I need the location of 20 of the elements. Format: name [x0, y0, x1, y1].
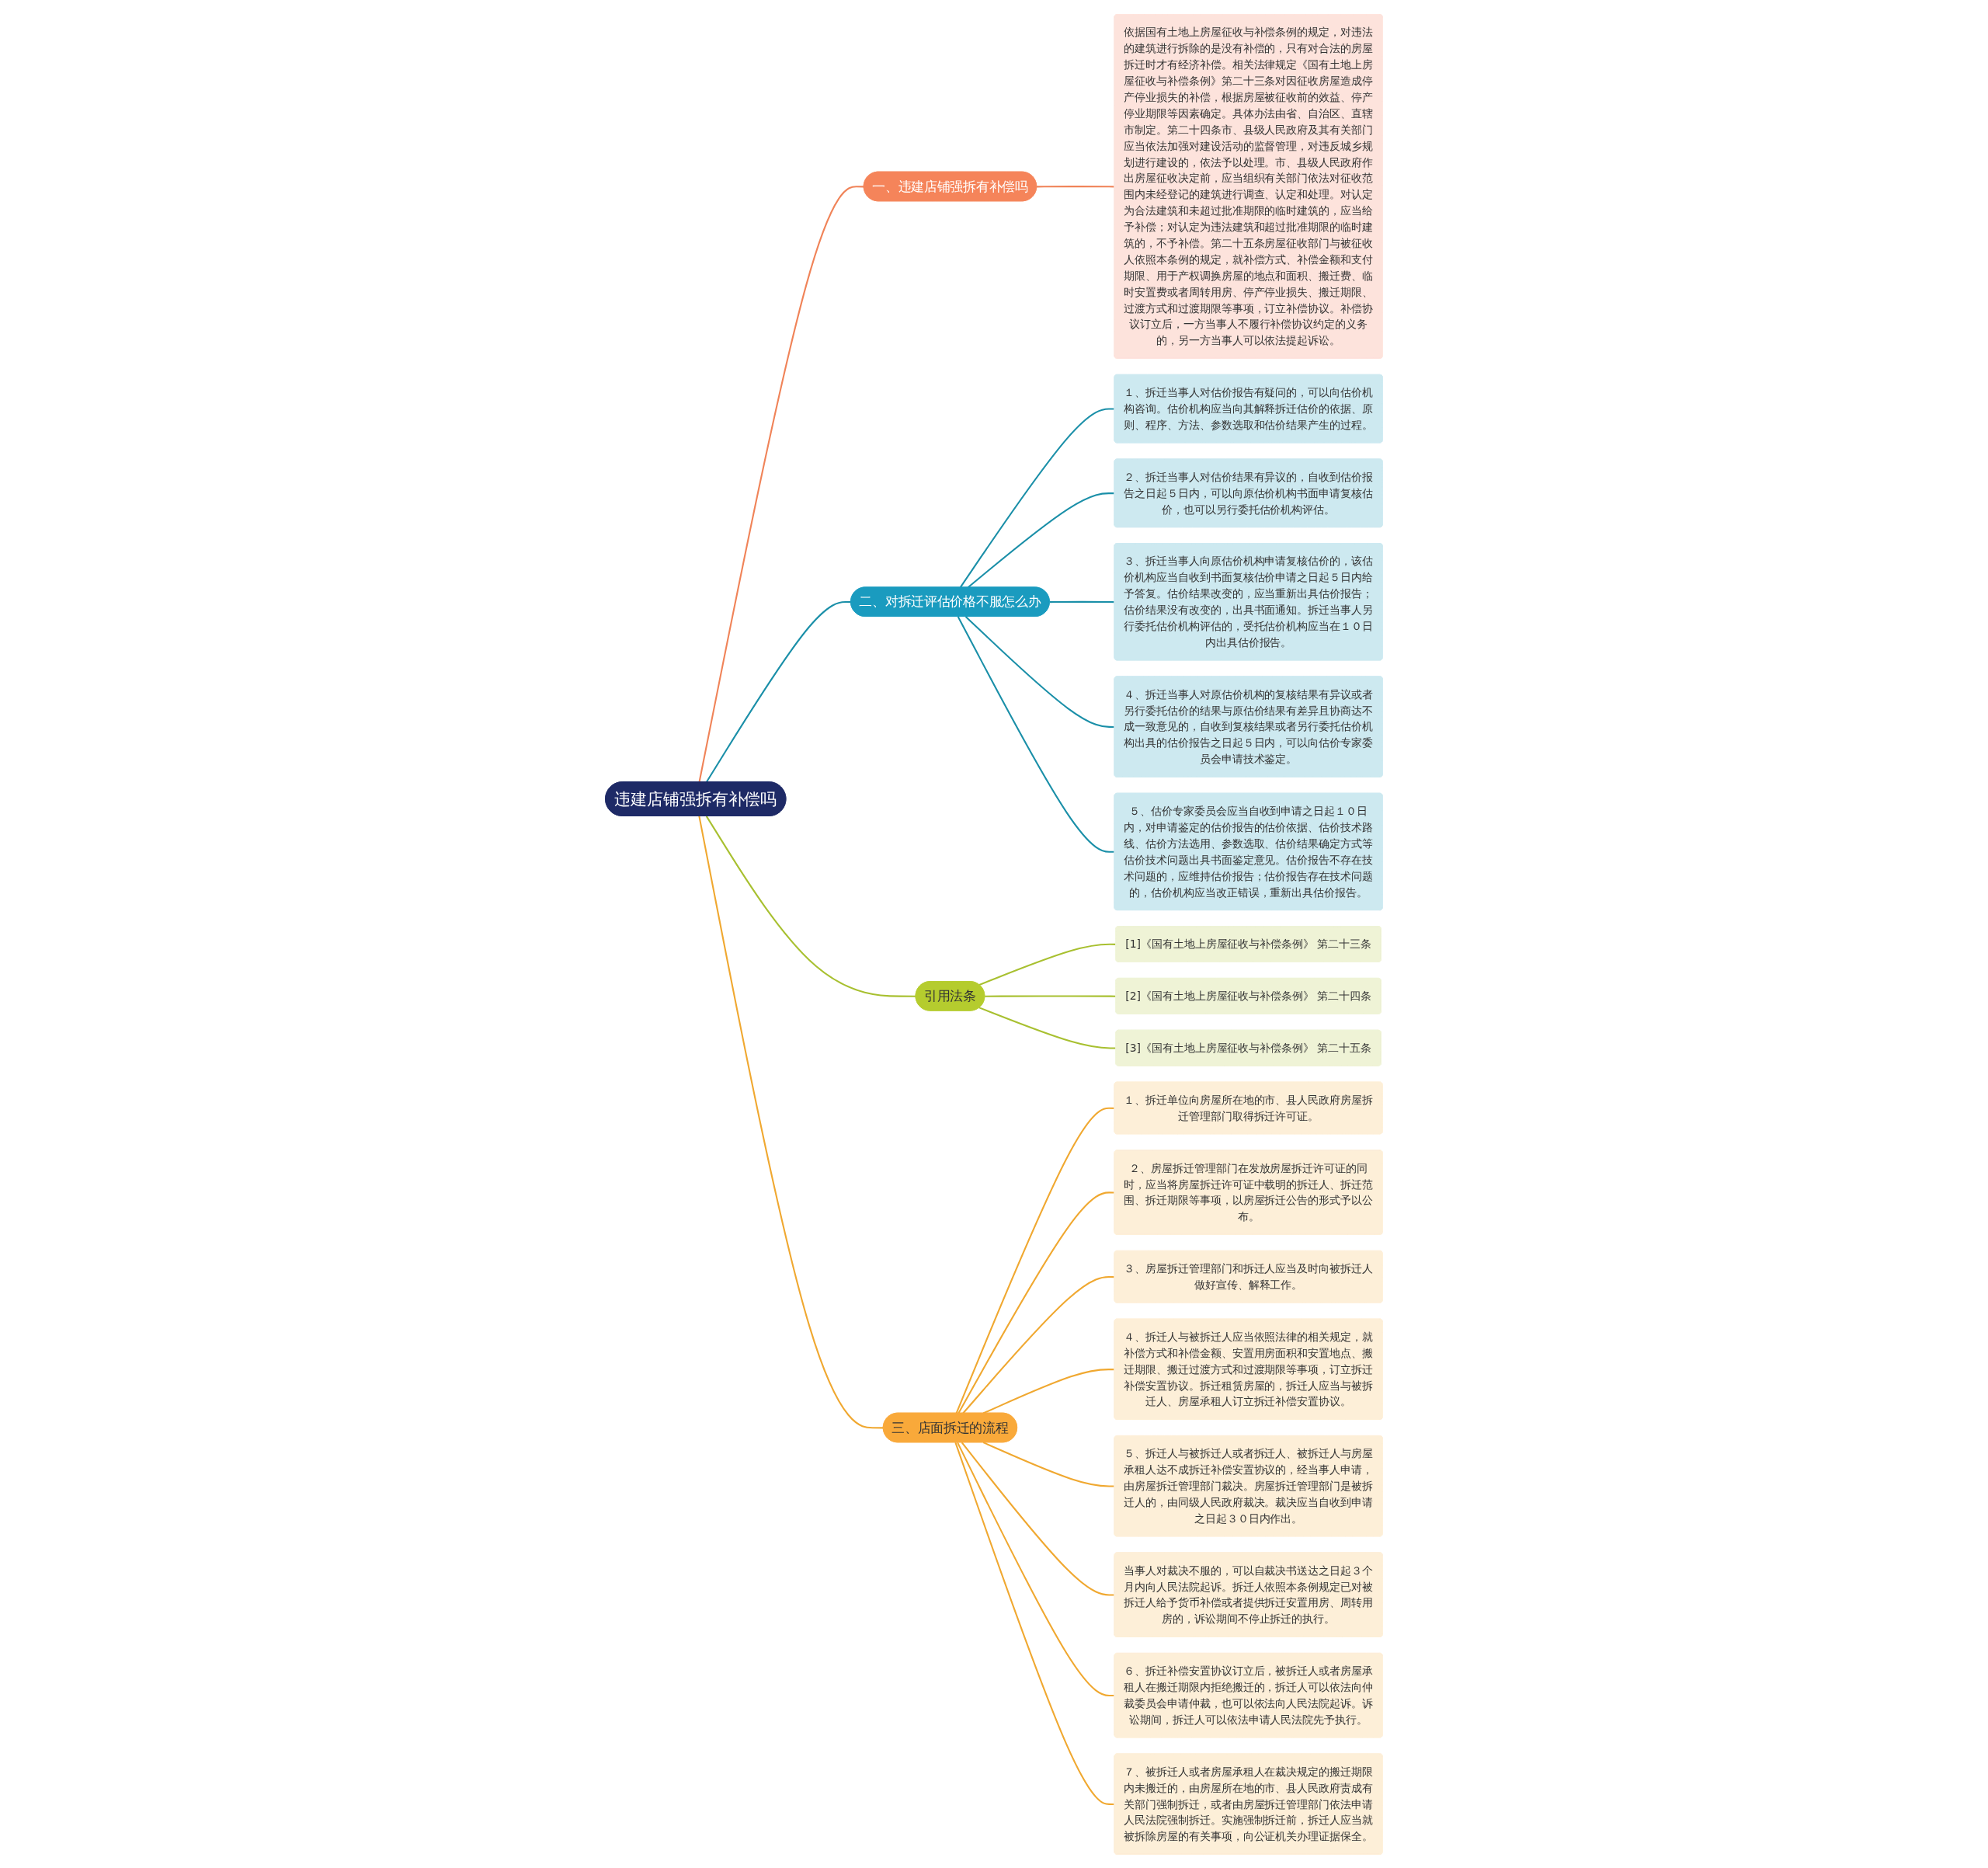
connector [964, 615, 1115, 728]
connector [967, 492, 1115, 588]
connector [962, 1275, 1115, 1414]
connector [698, 185, 864, 782]
connector [1037, 185, 1115, 187]
connector [705, 815, 916, 997]
connector [978, 1006, 1117, 1049]
connector [955, 1107, 1115, 1414]
connector [698, 816, 884, 1428]
connector [985, 994, 1117, 997]
connector [954, 1442, 1115, 1805]
connector [982, 1441, 1115, 1487]
connector [958, 1191, 1115, 1414]
connector [978, 943, 1117, 986]
connector [957, 1442, 1115, 1696]
connector [1049, 600, 1115, 603]
connector [705, 600, 851, 783]
connector [961, 1442, 1115, 1596]
connector [959, 407, 1115, 588]
connector [957, 615, 1115, 853]
